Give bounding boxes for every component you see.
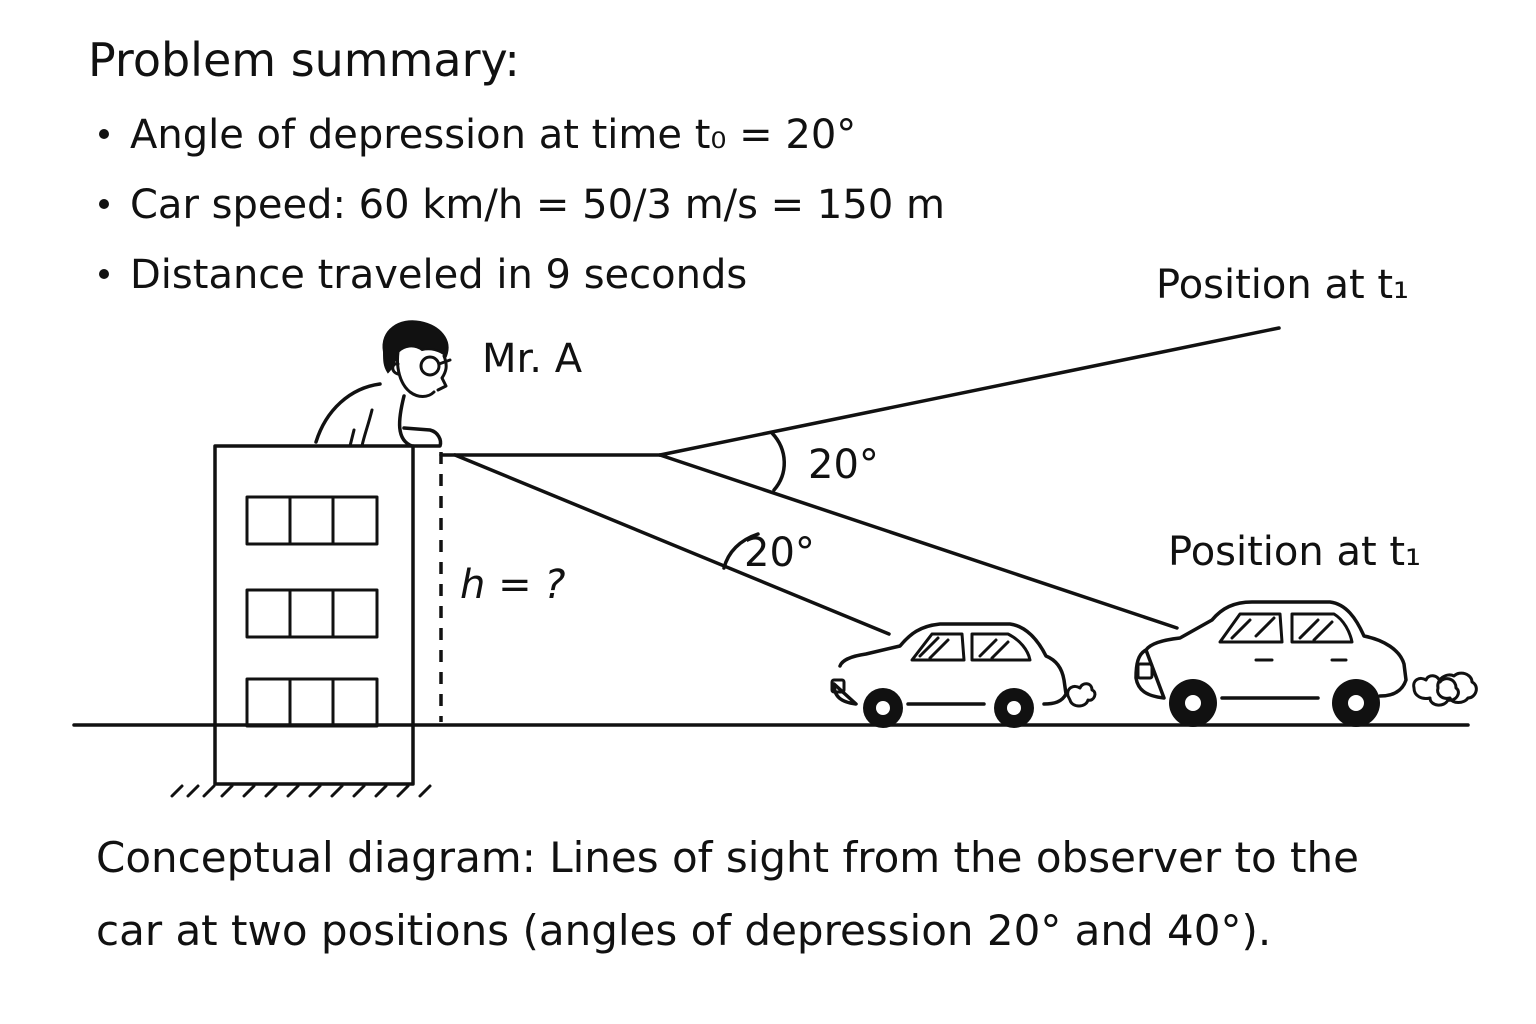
line-to-upper-position <box>658 326 1281 457</box>
observer-label: Mr. A <box>482 336 583 382</box>
line-of-sight-to-near-car <box>453 453 891 636</box>
summary-bullet-distance: Distance traveled in 9 seconds <box>130 252 747 298</box>
exhaust-cloud-icon <box>1066 682 1097 708</box>
bullet-dot <box>99 199 109 209</box>
height-label: h = ? <box>460 562 566 608</box>
caption-line-1: Conceptual diagram: Lines of sight from … <box>96 833 1359 882</box>
caption-line-2: car at two positions (angles of depressi… <box>96 906 1271 955</box>
angle-label-lower: 20° <box>744 530 815 576</box>
window-row <box>245 495 379 546</box>
car-icon <box>1134 600 1408 727</box>
ground-hatching <box>170 784 432 798</box>
building-icon <box>170 444 432 798</box>
bullet-dot <box>99 129 109 139</box>
angle-arc-lower <box>722 532 760 570</box>
position-label-upper: Position at t₁ <box>1156 262 1409 308</box>
summary-bullet-speed: Car speed: 60 km/h = 50/3 m/s = 150 m <box>130 182 945 228</box>
line-of-sight-to-far-car <box>658 453 1179 630</box>
window-row <box>245 677 379 728</box>
angle-arc-upper <box>770 431 786 492</box>
window-row <box>245 588 379 639</box>
position-label-car: Position at t₁ <box>1168 529 1421 575</box>
summary-heading: Problem summary: <box>88 33 520 87</box>
exhaust-cloud-icon <box>1412 671 1478 707</box>
summary-bullet-angle: Angle of depression at time t₀ = 20° <box>130 112 856 158</box>
person-icon <box>314 320 452 448</box>
angle-label-upper: 20° <box>808 442 879 488</box>
car-icon <box>830 622 1068 728</box>
bullet-dot <box>99 269 109 279</box>
